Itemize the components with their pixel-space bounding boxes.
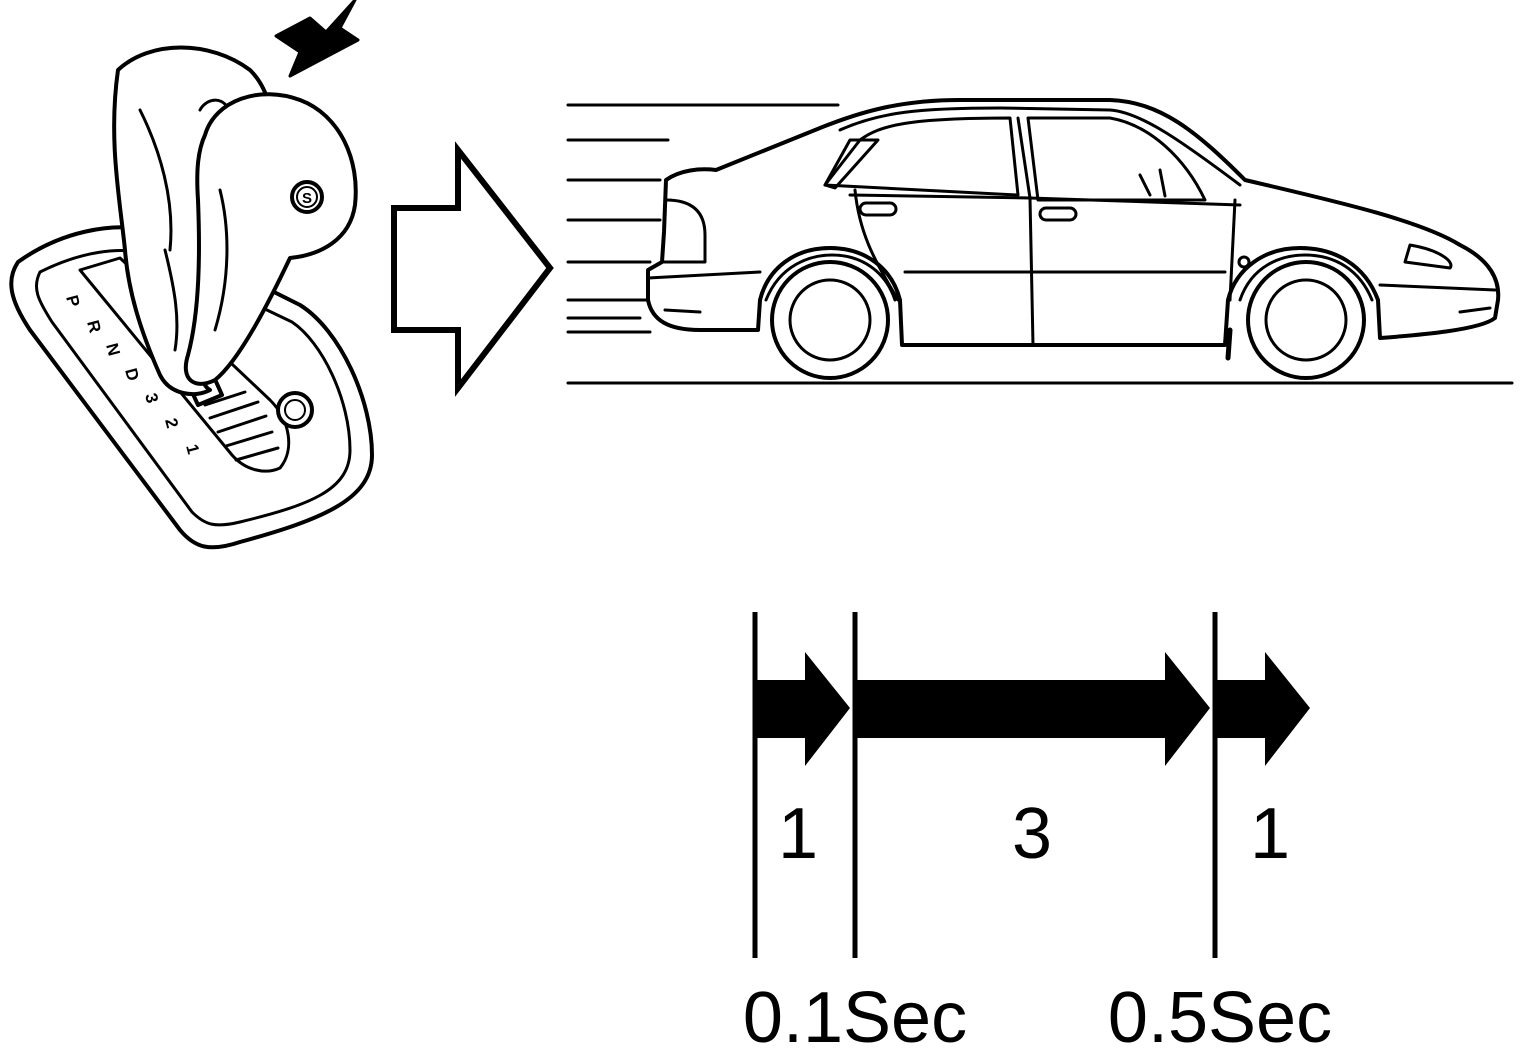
segment-arrow-middle [857,652,1210,766]
segment-arrow-last [1217,652,1310,766]
motion-lines [566,103,840,334]
shifter-knob [183,92,358,386]
gate-label: D [121,366,143,383]
front-wheel [1238,253,1374,380]
time-marker-label: 0.1Sec [743,978,967,1056]
result-arrow [391,141,554,397]
segment-count-label: 3 [1012,794,1052,874]
push-direction-arrow [274,0,360,78]
car-illustration [566,98,1514,385]
segment-count-label: 1 [778,794,818,874]
gate-label: P [62,293,83,309]
rear-wheel [764,253,897,380]
segment-count-label: 1 [1250,794,1290,874]
timing-diagram: 1 3 1 0.1Sec 0.5Sec [743,612,1332,1056]
time-marker-label: 0.5Sec [1108,978,1332,1056]
gate-label: N [102,341,124,358]
s-button-label: S [302,190,312,207]
gate-label: R [83,318,105,335]
gear-shifter-illustration: P R N D 3 2 1 S [9,0,374,550]
segment-arrow-first [757,652,850,766]
